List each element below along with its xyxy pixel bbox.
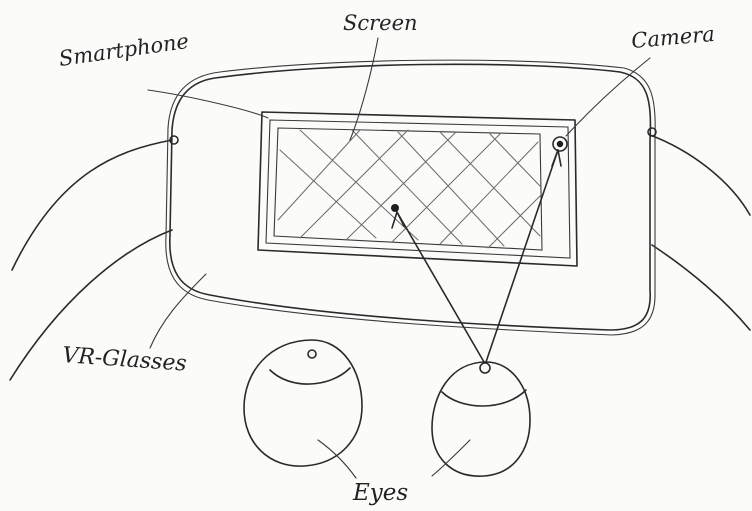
smartphone-label: Smartphone [57, 29, 190, 71]
left-strap-knob-icon [169, 135, 179, 145]
left-eye [243, 339, 363, 467]
screen-area [273, 127, 543, 251]
smartphone-frame [257, 111, 578, 267]
right-strap-knob-icon [647, 127, 657, 137]
camera-label: Camera [630, 22, 715, 53]
screen-hatching [277, 129, 541, 249]
vr-glasses-label: VR-Glasses [62, 343, 188, 377]
vr-glasses-body [165, 59, 656, 336]
left-strap [9, 139, 173, 381]
gaze-point-icon [391, 204, 399, 212]
screen-label: Screen [343, 11, 418, 35]
leader-lines [147, 37, 651, 479]
eyes-label: Eyes [352, 480, 408, 506]
camera-icon [552, 136, 568, 152]
sight-lines [391, 149, 562, 363]
right-eye [431, 361, 531, 477]
right-strap [649, 134, 751, 331]
